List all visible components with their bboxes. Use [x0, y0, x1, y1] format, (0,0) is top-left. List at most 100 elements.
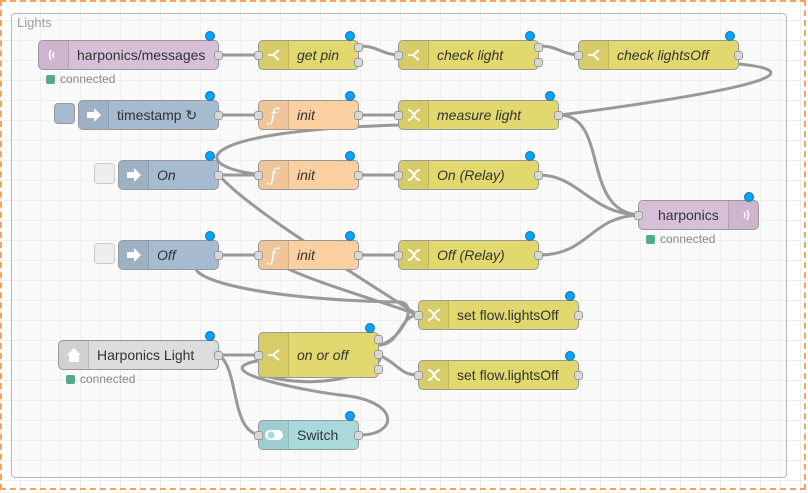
function-icon: ƒ [259, 101, 289, 129]
change-node-measure-light[interactable]: measure light [394, 100, 563, 130]
changed-indicator [525, 31, 535, 41]
input-port[interactable] [254, 111, 263, 120]
node-label: set flow.lightsOff [457, 307, 559, 323]
output-port[interactable] [354, 111, 363, 120]
switch-node-on-or-off[interactable]: on or off [254, 332, 383, 378]
node-label: Off [157, 247, 176, 263]
input-port[interactable] [414, 311, 423, 320]
node-label: Switch [297, 427, 339, 443]
output-port[interactable] [214, 251, 223, 260]
output-port[interactable] [214, 171, 223, 180]
function-node-init[interactable]: ƒ init [254, 160, 363, 190]
output-port[interactable] [374, 365, 383, 374]
change-icon [419, 361, 449, 389]
output-port[interactable] [214, 51, 223, 60]
input-port[interactable] [414, 371, 423, 380]
output-port[interactable] [354, 171, 363, 180]
output-port[interactable] [354, 251, 363, 260]
change-node-set-flow-lightsoff[interactable]: set flow.lightsOff [414, 360, 583, 390]
switch-branch-icon [259, 41, 289, 69]
input-port[interactable] [254, 351, 263, 360]
inject-node-on[interactable]: On [118, 160, 223, 190]
changed-indicator [545, 91, 555, 101]
change-node-off-relay[interactable]: Off (Relay) [394, 240, 543, 270]
output-port[interactable] [574, 371, 583, 380]
input-port[interactable] [254, 251, 263, 260]
output-port[interactable] [574, 311, 583, 320]
inject-button[interactable] [94, 243, 115, 264]
node-label: harponics [658, 207, 719, 223]
mqtt-wave-icon [728, 201, 758, 229]
input-port[interactable] [394, 171, 403, 180]
change-node-on-relay[interactable]: On (Relay) [394, 160, 543, 190]
inject-button[interactable] [54, 103, 75, 124]
node-label: init [297, 247, 315, 263]
output-port[interactable] [534, 58, 543, 67]
wire [240, 358, 390, 437]
changed-indicator [525, 231, 535, 241]
output-port[interactable] [534, 43, 543, 52]
output-port[interactable] [554, 111, 563, 120]
output-port[interactable] [354, 43, 363, 52]
wire [378, 313, 419, 347]
changed-indicator [205, 91, 215, 101]
node-label: on or off [297, 347, 349, 363]
input-port[interactable] [394, 111, 403, 120]
function-icon: ƒ [259, 241, 289, 269]
output-port[interactable] [534, 251, 543, 260]
node-label: Harponics Light [97, 347, 195, 363]
wire [378, 353, 419, 377]
node-label: check light [437, 47, 504, 63]
input-port[interactable] [254, 171, 263, 180]
status-connected: connected [66, 372, 135, 386]
wire [538, 173, 643, 217]
changed-indicator [525, 151, 535, 161]
home-icon [59, 341, 89, 369]
inject-node-off[interactable]: Off [118, 240, 223, 270]
function-node-init[interactable]: ƒ init [254, 240, 363, 270]
node-label: check lightsOff [617, 47, 709, 63]
inject-node-timestamp[interactable]: timestamp ↻ [78, 100, 223, 130]
changed-indicator [345, 91, 355, 101]
input-port[interactable] [254, 431, 263, 440]
output-port[interactable] [374, 350, 383, 359]
inject-button[interactable] [94, 163, 115, 184]
mqtt-out-node[interactable]: harponics [634, 200, 759, 230]
node-label: init [297, 167, 315, 183]
output-port[interactable] [734, 51, 743, 60]
input-port[interactable] [394, 51, 403, 60]
changed-indicator [345, 411, 355, 421]
inject-arrow-icon [119, 241, 149, 269]
input-port[interactable] [574, 51, 583, 60]
change-node-set-flow-lightsoff[interactable]: set flow.lightsOff [414, 300, 583, 330]
node-label: On [157, 167, 176, 183]
changed-indicator [205, 31, 215, 41]
changed-indicator [744, 192, 754, 202]
status-connected: connected [46, 72, 115, 86]
output-port[interactable] [214, 111, 223, 120]
input-port[interactable] [394, 251, 403, 260]
input-port[interactable] [634, 211, 643, 220]
switch-node-check-lightsoff[interactable]: check lightsOff [574, 40, 743, 70]
output-port[interactable] [214, 351, 223, 360]
changed-indicator [725, 31, 735, 41]
ha-switch-node[interactable]: Switch [254, 420, 363, 450]
output-port[interactable] [534, 171, 543, 180]
input-port[interactable] [254, 51, 263, 60]
change-icon [399, 101, 429, 129]
switch-node-get-pin[interactable]: get pin [254, 40, 363, 70]
function-node-init[interactable]: ƒ init [254, 100, 363, 130]
output-port[interactable] [374, 335, 383, 344]
output-port[interactable] [354, 431, 363, 440]
changed-indicator [565, 351, 575, 361]
changed-indicator [345, 231, 355, 241]
mqtt-in-node[interactable]: harponics/messages [38, 40, 223, 70]
changed-indicator [205, 151, 215, 161]
output-port[interactable] [354, 58, 363, 67]
node-label: Off (Relay) [437, 247, 505, 263]
switch-node-check-light[interactable]: check light [394, 40, 543, 70]
ha-entity-node[interactable]: Harponics Light [58, 340, 223, 370]
wire [538, 213, 643, 257]
function-icon: ƒ [259, 161, 289, 189]
